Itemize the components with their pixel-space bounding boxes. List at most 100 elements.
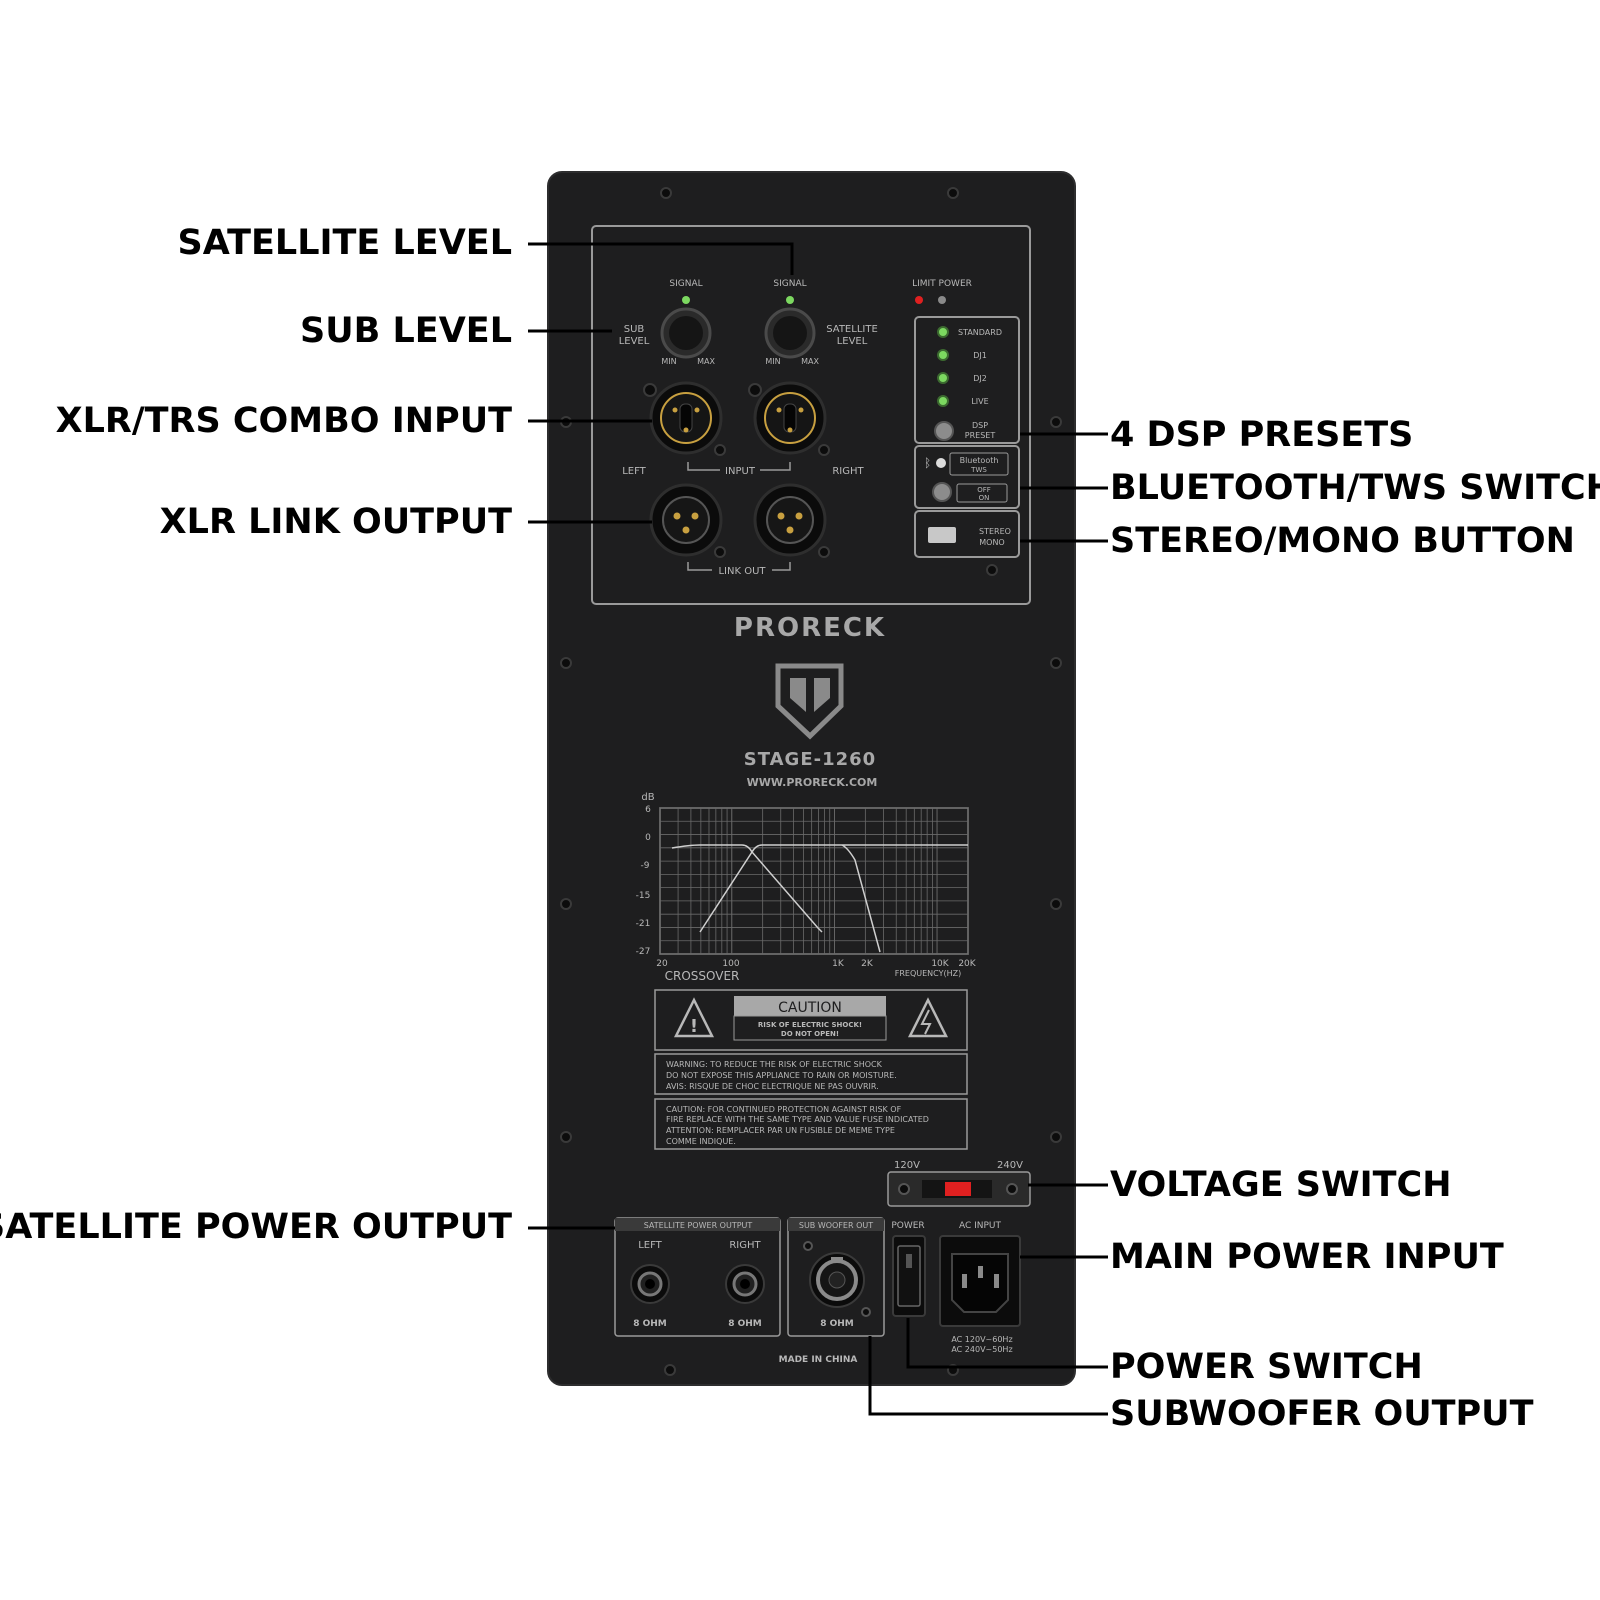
dsp-preset-button[interactable] <box>934 421 954 441</box>
crossover-right-curve <box>841 844 881 953</box>
satellite-output-title: SATELLITE POWER OUTPUT <box>644 1221 753 1230</box>
fuse-caution-line-3: ATTENTION: REMPLACER PAR UN FUSIBLE DE M… <box>666 1126 895 1135</box>
fuse-caution-line-4: COMME INDIQUE. <box>666 1137 736 1146</box>
bluetooth-label: Bluetooth <box>960 456 999 465</box>
brand-logo-text: PRORECK <box>734 613 886 643</box>
preset-dj2: DJ2 <box>973 374 987 383</box>
left-input-label: LEFT <box>622 466 646 477</box>
satellite-level-knob[interactable] <box>764 307 816 359</box>
caution-title-box <box>734 996 886 1016</box>
freq-tick-10k: 10K <box>931 959 949 969</box>
freq-tick-20k: 20K <box>958 959 976 969</box>
callout-main-power-input: MAIN POWER INPUT <box>1110 1237 1504 1277</box>
freq-tick-1k: 1K <box>832 959 845 969</box>
sub-max-label: MAX <box>697 357 715 366</box>
freq-tick-2k: 2K <box>861 959 874 969</box>
model-name: STAGE-1260 <box>744 749 876 770</box>
callout-power-switch: POWER SWITCH <box>1110 1347 1423 1387</box>
callout-satellite-power-output: SATELLITE POWER OUTPUT <box>0 1207 512 1247</box>
bluetooth-box <box>914 445 1020 509</box>
db-axis-label: dB <box>641 792 654 803</box>
screw-right-stereo <box>986 564 998 576</box>
callout-subwoofer-output: SUBWOOFER OUTPUT <box>1110 1394 1534 1434</box>
voltage-screw-left <box>898 1183 910 1195</box>
sub-out-title: SUB WOOFER OUT <box>799 1221 873 1230</box>
ac-rating-line-2: AC 240V~50Hz <box>951 1345 1012 1354</box>
satellite-level-label-2: LEVEL <box>837 336 868 347</box>
signal-label-left: SIGNAL <box>669 279 702 289</box>
off-label: OFF <box>977 486 991 494</box>
sub-level-knob[interactable] <box>660 307 712 359</box>
stereo-mono-box <box>914 510 1020 558</box>
off-on-label-box <box>956 483 1008 503</box>
frequency-label: FREQUENCY(HZ) <box>895 969 961 978</box>
bluetooth-tws-button[interactable] <box>932 482 952 502</box>
db-tick-21: -21 <box>636 919 651 929</box>
control-section-frame <box>591 225 1031 605</box>
xlr-link-out-right[interactable] <box>753 483 827 557</box>
tws-label: TWS <box>970 466 987 474</box>
combo-input-left[interactable] <box>649 381 723 455</box>
satellite-level-label-1: SATELLITE <box>826 324 878 335</box>
satellite-left-jack[interactable] <box>630 1264 670 1304</box>
leader-satellite-level <box>528 242 794 275</box>
freq-tick-20: 20 <box>656 959 668 969</box>
combo-input-right[interactable] <box>753 381 827 455</box>
db-tick-6: 6 <box>645 805 651 815</box>
satellite-left-label: LEFT <box>638 1240 662 1251</box>
bluetooth-glyph: ᛒ <box>924 456 931 470</box>
preset-live: LIVE <box>971 397 988 406</box>
on-label: ON <box>979 494 990 502</box>
caution-frame <box>654 989 968 1051</box>
preset-dj1: DJ1 <box>973 351 987 360</box>
leader-lines <box>528 242 1108 1416</box>
sub-level-label-1: SUB <box>624 324 645 335</box>
stereo-label: STEREO <box>979 527 1011 536</box>
warning-line-1: WARNING: TO REDUCE THE RISK OF ELECTRIC … <box>666 1060 883 1069</box>
limit-led <box>915 296 923 304</box>
stereo-mono-button[interactable] <box>928 527 956 543</box>
power-label: POWER <box>891 1221 924 1231</box>
combo-left-latch <box>643 383 657 397</box>
crossover-graph <box>659 807 969 955</box>
signal-label-right: SIGNAL <box>773 279 806 289</box>
warning-triangle-icon-left: ! <box>673 997 715 1038</box>
callout-bluetooth-tws-switch: BLUETOOTH/TWS SWITCH <box>1110 468 1600 508</box>
voltage-120-label: 120V <box>894 1160 920 1171</box>
fuse-caution-line-2: FIRE REPLACE WITH THE SAME TYPE AND VALU… <box>666 1115 929 1124</box>
link-out-bracket <box>687 562 791 571</box>
db-tick-0: 0 <box>645 833 651 843</box>
warning-frame <box>654 1053 968 1095</box>
power-rocker-switch[interactable] <box>897 1245 921 1307</box>
voltage-240-label: 240V <box>997 1160 1023 1171</box>
voltage-switch-slider[interactable] <box>945 1182 971 1196</box>
satellite-left-ohm: 8 OHM <box>633 1319 667 1329</box>
mono-label: MONO <box>979 538 1004 547</box>
sat-min-label: MIN <box>765 357 780 366</box>
subwoofer-speakon-jack[interactable] <box>809 1252 865 1308</box>
crossover-label: CROSSOVER <box>665 969 740 983</box>
combo-right-screw <box>818 444 830 456</box>
caution-sub-2: DO NOT OPEN! <box>781 1030 839 1038</box>
iec-pin-center <box>978 1266 983 1278</box>
warning-line-3: AVIS: RISQUE DE CHOC ELECTRIQUE NE PAS O… <box>666 1082 879 1091</box>
right-input-label: RIGHT <box>832 466 864 477</box>
satellite-right-jack[interactable] <box>725 1264 765 1304</box>
svg-text:!: ! <box>690 1016 698 1037</box>
iec-power-inlet[interactable] <box>951 1253 1009 1313</box>
db-tick-9: -9 <box>641 861 650 871</box>
preset-leds <box>937 326 949 407</box>
xlr-right-screw <box>818 546 830 558</box>
preset-standard: STANDARD <box>958 328 1002 337</box>
voltage-screw-right <box>1006 1183 1018 1195</box>
combo-right-latch <box>748 383 762 397</box>
sub-out-screw-top <box>803 1241 813 1251</box>
dsp-preset-box <box>914 316 1020 444</box>
power-rocker-mark <box>906 1254 912 1268</box>
callout-xlr-trs-combo-input: XLR/TRS COMBO INPUT <box>55 401 512 441</box>
power-led <box>938 296 946 304</box>
warning-line-2: DO NOT EXPOSE THIS APPLIANCE TO RAIN OR … <box>666 1071 897 1080</box>
callout-voltage-switch: VOLTAGE SWITCH <box>1110 1165 1452 1205</box>
iec-pin-left <box>962 1274 967 1288</box>
xlr-link-out-left[interactable] <box>649 483 723 557</box>
